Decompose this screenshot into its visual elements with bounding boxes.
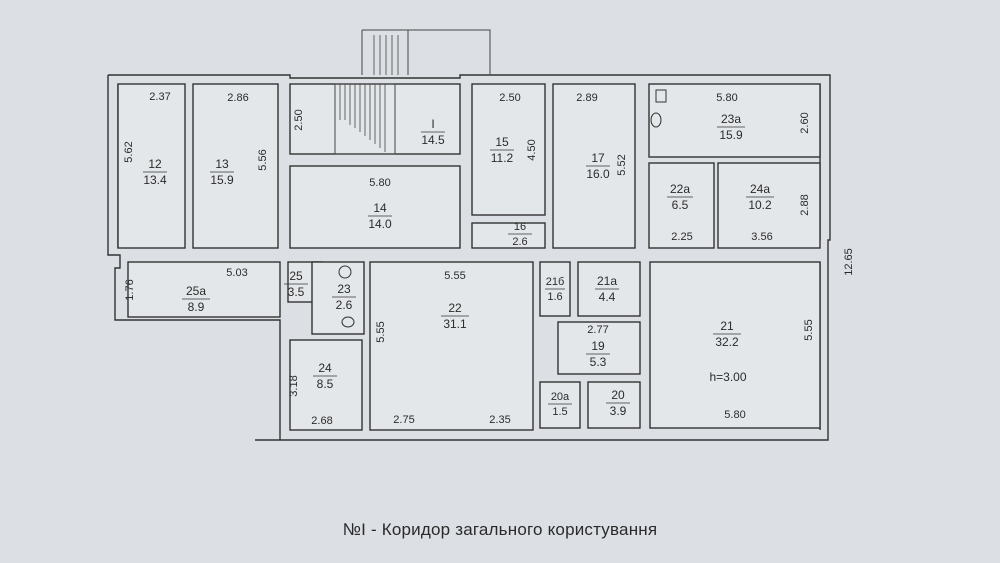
room-12-area: 13.4	[143, 173, 167, 187]
dim-2-77: 2.77	[587, 324, 608, 336]
room-24-number: 24	[318, 361, 332, 375]
room-21-area: 32.2	[715, 335, 739, 349]
room-21b-number: 21б	[546, 276, 565, 288]
room-16-area: 2.6	[512, 236, 527, 248]
dim-2-25: 2.25	[671, 231, 692, 243]
room-25-area: 3.5	[288, 285, 305, 299]
room-21b-area: 1.6	[547, 291, 562, 303]
room-15-number: 15	[495, 135, 509, 149]
room-14-area: 14.0	[368, 217, 392, 231]
room-20a-area: 1.5	[552, 406, 567, 418]
dim-4-50: 4.50	[526, 139, 538, 160]
room-23a-area: 15.9	[719, 128, 743, 142]
dim-2-68: 2.68	[311, 415, 332, 427]
dim-2-37: 2.37	[149, 91, 170, 103]
room-22-area: 31.1	[443, 317, 467, 331]
room-14-number: 14	[373, 201, 387, 215]
dimension-labels: 2.37 2.86 2.50 2.50 2.89 5.80 5.62 5.56 …	[123, 91, 855, 427]
dim-5-80-top: 5.80	[716, 92, 737, 104]
dim-5-80-corridor: 5.80	[369, 177, 390, 189]
dim-5-55-right: 5.55	[803, 319, 815, 340]
dim-2-35: 2.35	[489, 414, 510, 426]
ceiling-height: h=3.00	[709, 370, 746, 384]
dim-2-50-stair: 2.50	[293, 109, 305, 130]
room-21-number: 21	[720, 319, 734, 333]
room-19-area: 5.3	[590, 355, 607, 369]
dim-2-89: 2.89	[576, 92, 597, 104]
dim-5-80-bottom: 5.80	[724, 409, 745, 421]
room-21a-number: 21a	[597, 274, 617, 288]
dim-1-76: 1.76	[124, 279, 136, 300]
dim-2-88: 2.88	[799, 194, 811, 215]
room-24a-area: 10.2	[748, 198, 772, 212]
room-24a-number: 24a	[750, 182, 770, 196]
room-outlines	[117, 35, 821, 441]
dim-5-55-top: 5.55	[444, 270, 465, 282]
room-20-number: 20	[611, 388, 625, 402]
room-24-area: 8.5	[317, 377, 334, 391]
dim-2-86: 2.86	[227, 92, 248, 104]
room-I-number: I	[431, 117, 434, 131]
room-25-number: 25	[289, 269, 303, 283]
room-25a-area: 8.9	[188, 300, 205, 314]
room-23a-number: 23a	[721, 112, 741, 126]
room-I-area: 14.5	[421, 133, 445, 147]
room-23-number: 23	[337, 282, 351, 296]
dim-5-56: 5.56	[257, 149, 269, 170]
room-16-number: 16	[514, 221, 526, 233]
dim-5-55-left: 5.55	[375, 321, 387, 342]
room-23-area: 2.6	[336, 298, 353, 312]
dim-5-62: 5.62	[123, 141, 135, 162]
dim-2-50: 2.50	[499, 92, 520, 104]
room-19-number: 19	[591, 339, 605, 353]
room-21a-area: 4.4	[599, 290, 616, 304]
room-20a-number: 20a	[551, 391, 570, 403]
room-17-area: 16.0	[586, 167, 610, 181]
dim-2-75: 2.75	[393, 414, 414, 426]
room-12-number: 12	[148, 157, 162, 171]
plan-caption: №I - Коридор загального користування	[342, 520, 658, 539]
room-labels: 12 13.4 13 15.9 I 14.5 15 11.2 17 16.0 2…	[143, 112, 774, 418]
room-22a-area: 6.5	[672, 198, 689, 212]
room-17-number: 17	[591, 151, 605, 165]
dim-5-52: 5.52	[616, 154, 628, 175]
dim-2-60: 2.60	[799, 112, 811, 133]
dim-3-18: 3.18	[288, 375, 300, 396]
dim-12-65: 12.65	[843, 248, 855, 276]
room-20-area: 3.9	[610, 404, 627, 418]
dim-5-03: 5.03	[226, 267, 247, 279]
room-22-number: 22	[448, 301, 462, 315]
room-25a-number: 25a	[186, 284, 206, 298]
room-13-number: 13	[215, 157, 229, 171]
room-13-area: 15.9	[210, 173, 234, 187]
room-15-area: 11.2	[491, 151, 514, 165]
dim-3-56: 3.56	[751, 231, 772, 243]
room-22a-number: 22a	[670, 182, 690, 196]
